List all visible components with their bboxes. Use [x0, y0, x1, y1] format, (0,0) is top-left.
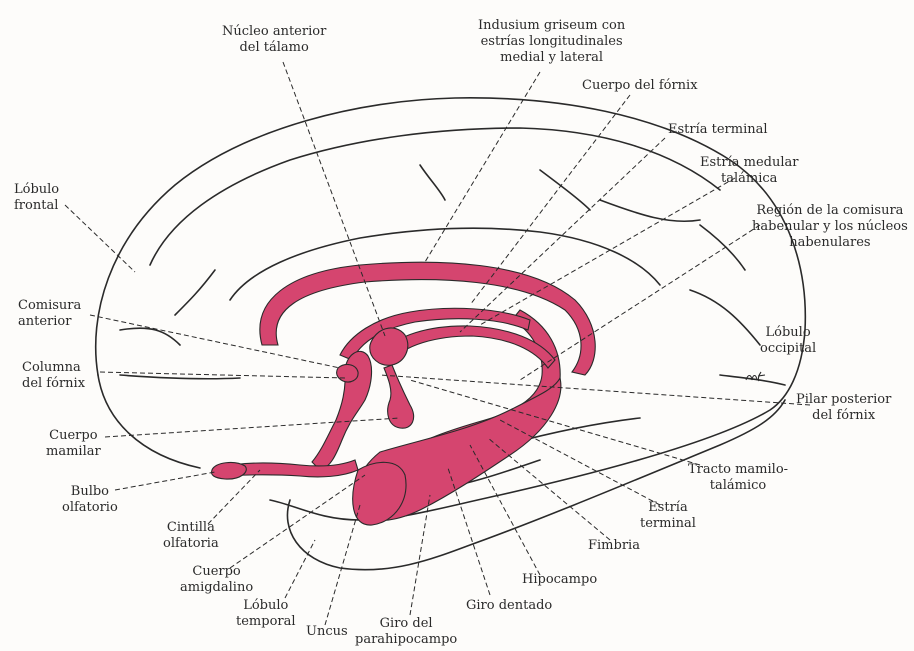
- sulcus-3: [120, 375, 240, 379]
- label-line: Indusium griseum con: [478, 18, 625, 34]
- label-line: Estría: [640, 500, 696, 516]
- label-line: Cuerpo: [46, 428, 101, 444]
- sulcus-1: [175, 270, 215, 315]
- label-estria-terminal-bottom: Estría terminal: [640, 500, 696, 532]
- label-hipocampo: Hipocampo: [522, 572, 597, 588]
- label-uncus: Uncus: [306, 624, 348, 640]
- label-line: occipital: [760, 341, 816, 357]
- label-line: parahipocampo: [355, 632, 457, 648]
- label-line: del fórnix: [796, 408, 891, 424]
- label-indusium: Indusium griseum con estrías longitudina…: [478, 18, 625, 66]
- sulcus-5: [700, 225, 745, 270]
- leader-columna-fornix: [100, 372, 345, 378]
- label-line: Columna: [22, 360, 85, 376]
- leader-cuerpo-mamilar: [105, 418, 400, 437]
- label-line: del fórnix: [22, 376, 85, 392]
- sulcus-cingulate: [150, 128, 720, 265]
- leader-indusium: [425, 72, 540, 262]
- label-bulbo-olfatorio: Bulbo olfatorio: [62, 484, 118, 516]
- label-line: medial y lateral: [478, 50, 625, 66]
- label-cuerpo-amigdalino: Cuerpo amigdalino: [180, 564, 253, 596]
- label-line: Uncus: [306, 624, 348, 640]
- leader-lobulo-temporal: [285, 540, 315, 598]
- leader-comisura-anterior: [90, 315, 340, 368]
- label-line: Fimbria: [588, 538, 640, 554]
- label-line: del tálamo: [222, 40, 326, 56]
- label-line: Tracto mamilo-: [688, 462, 788, 478]
- leader-bulbo-olfatorio: [115, 472, 215, 490]
- label-line: Comisura: [18, 298, 81, 314]
- label-line: mamilar: [46, 444, 101, 460]
- label-line: amigdalino: [180, 580, 253, 596]
- label-line: Lóbulo: [236, 598, 296, 614]
- label-line: Giro dentado: [466, 598, 552, 614]
- label-line: frontal: [14, 198, 59, 214]
- label-line: habenulares: [752, 235, 908, 251]
- sulcus-2: [120, 328, 180, 345]
- label-giro-dentado: Giro dentado: [466, 598, 552, 614]
- leader-cuerpo-amigdalino: [230, 475, 365, 568]
- label-line: habenular y los núcleos: [752, 219, 908, 235]
- leader-giro-dentado: [448, 468, 490, 595]
- label-line: terminal: [640, 516, 696, 532]
- sulcus-6: [600, 200, 700, 221]
- label-estria-terminal-top: Estría terminal: [668, 122, 768, 138]
- olfactory-bulb: [212, 463, 247, 480]
- label-line: estrías longitudinales: [478, 34, 625, 50]
- label-line: talámica: [700, 171, 798, 187]
- label-tracto-mamilotalamico: Tracto mamilo- talámico: [688, 462, 788, 494]
- label-lobulo-temporal: Lóbulo temporal: [236, 598, 296, 630]
- sulcus-4: [690, 290, 760, 345]
- leader-lobulo-frontal: [65, 205, 135, 272]
- label-line: Núcleo anterior: [222, 24, 326, 40]
- label-giro-parahipocampo: Giro del parahipocampo: [355, 616, 457, 648]
- label-cintilla-olfatoria: Cintilla olfatoria: [163, 520, 219, 552]
- label-line: Estría medular: [700, 155, 798, 171]
- label-line: olfatorio: [62, 500, 118, 516]
- sulcus-11: [420, 165, 445, 200]
- label-line: temporal: [236, 614, 296, 630]
- label-fimbria: Fimbria: [588, 538, 640, 554]
- label-region-comisura: Región de la comisura habenular y los nú…: [752, 203, 908, 251]
- label-line: anterior: [18, 314, 81, 330]
- label-cuerpo-fornix: Cuerpo del fórnix: [582, 78, 698, 94]
- label-line: Pilar posterior: [796, 392, 891, 408]
- anterior-commissure: [337, 365, 358, 382]
- label-line: talámico: [688, 478, 788, 494]
- leader-estria-terminal-bottom: [500, 420, 660, 505]
- label-nucleo-anterior: Núcleo anterior del tálamo: [222, 24, 326, 56]
- label-line: Lóbulo: [760, 325, 816, 341]
- label-line: Cuerpo: [180, 564, 253, 580]
- label-line: Giro del: [355, 616, 457, 632]
- label-line: Lóbulo: [14, 182, 59, 198]
- label-line: Cintilla: [163, 520, 219, 536]
- label-comisura-anterior: Comisura anterior: [18, 298, 81, 330]
- label-estria-medular: Estría medular talámica: [700, 155, 798, 187]
- label-line: Bulbo: [62, 484, 118, 500]
- label-line: olfatoria: [163, 536, 219, 552]
- label-lobulo-occipital: Lóbulo occipital: [760, 325, 816, 357]
- label-pilar-posterior: Pilar posterior del fórnix: [796, 392, 891, 424]
- label-line: Región de la comisura: [752, 203, 908, 219]
- leader-estria-medular: [480, 178, 735, 325]
- label-line: Cuerpo del fórnix: [582, 78, 698, 94]
- label-cuerpo-mamilar: Cuerpo mamilar: [46, 428, 101, 460]
- label-columna-fornix: Columna del fórnix: [22, 360, 85, 392]
- label-line: Estría terminal: [668, 122, 768, 138]
- leader-cuerpo-fornix: [470, 95, 630, 305]
- label-line: Hipocampo: [522, 572, 597, 588]
- label-lobulo-frontal: Lóbulo frontal: [14, 182, 59, 214]
